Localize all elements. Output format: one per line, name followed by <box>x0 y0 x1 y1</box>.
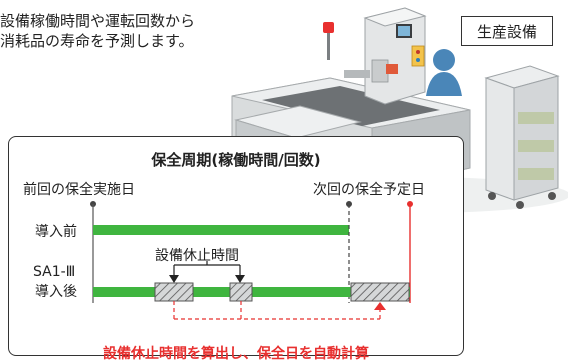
downtime-block-2 <box>229 282 253 302</box>
intro-line-1: 設備稼働時間や運転回数から <box>0 12 196 30</box>
timeline-diagram <box>90 201 413 320</box>
downtime-block-1 <box>154 282 194 302</box>
after-introduction-label-2: 導入後 <box>35 284 77 300</box>
result-caption: 設備休止時間を算出し、保全日を自動計算 <box>103 346 369 362</box>
equipment-tag: 生産設備 <box>461 16 553 46</box>
downtime-arrow-right <box>235 275 245 283</box>
panel-title: 保全周期(稼働時間/回数) <box>151 151 321 169</box>
next-maintenance-label: 次回の保全予定日 <box>313 182 425 198</box>
previous-maintenance-label: 前回の保全実施日 <box>23 182 135 198</box>
calc-arrow <box>374 302 386 310</box>
downtime-block-3 <box>350 282 410 302</box>
intro-line-2: 消耗品の寿命を予測します。 <box>0 32 194 50</box>
downtime-arrow-left <box>169 275 179 283</box>
downtime-label: 設備休止時間 <box>155 248 239 264</box>
before-bar <box>93 225 349 235</box>
before-introduction-label: 導入前 <box>35 224 77 240</box>
maintenance-cycle-panel: 保全周期(稼働時間/回数) 前回の保全実施日 次回の保全予定日 導入前 設備休止… <box>8 136 464 362</box>
after-introduction-label-1: SA1-Ⅲ <box>33 264 76 280</box>
